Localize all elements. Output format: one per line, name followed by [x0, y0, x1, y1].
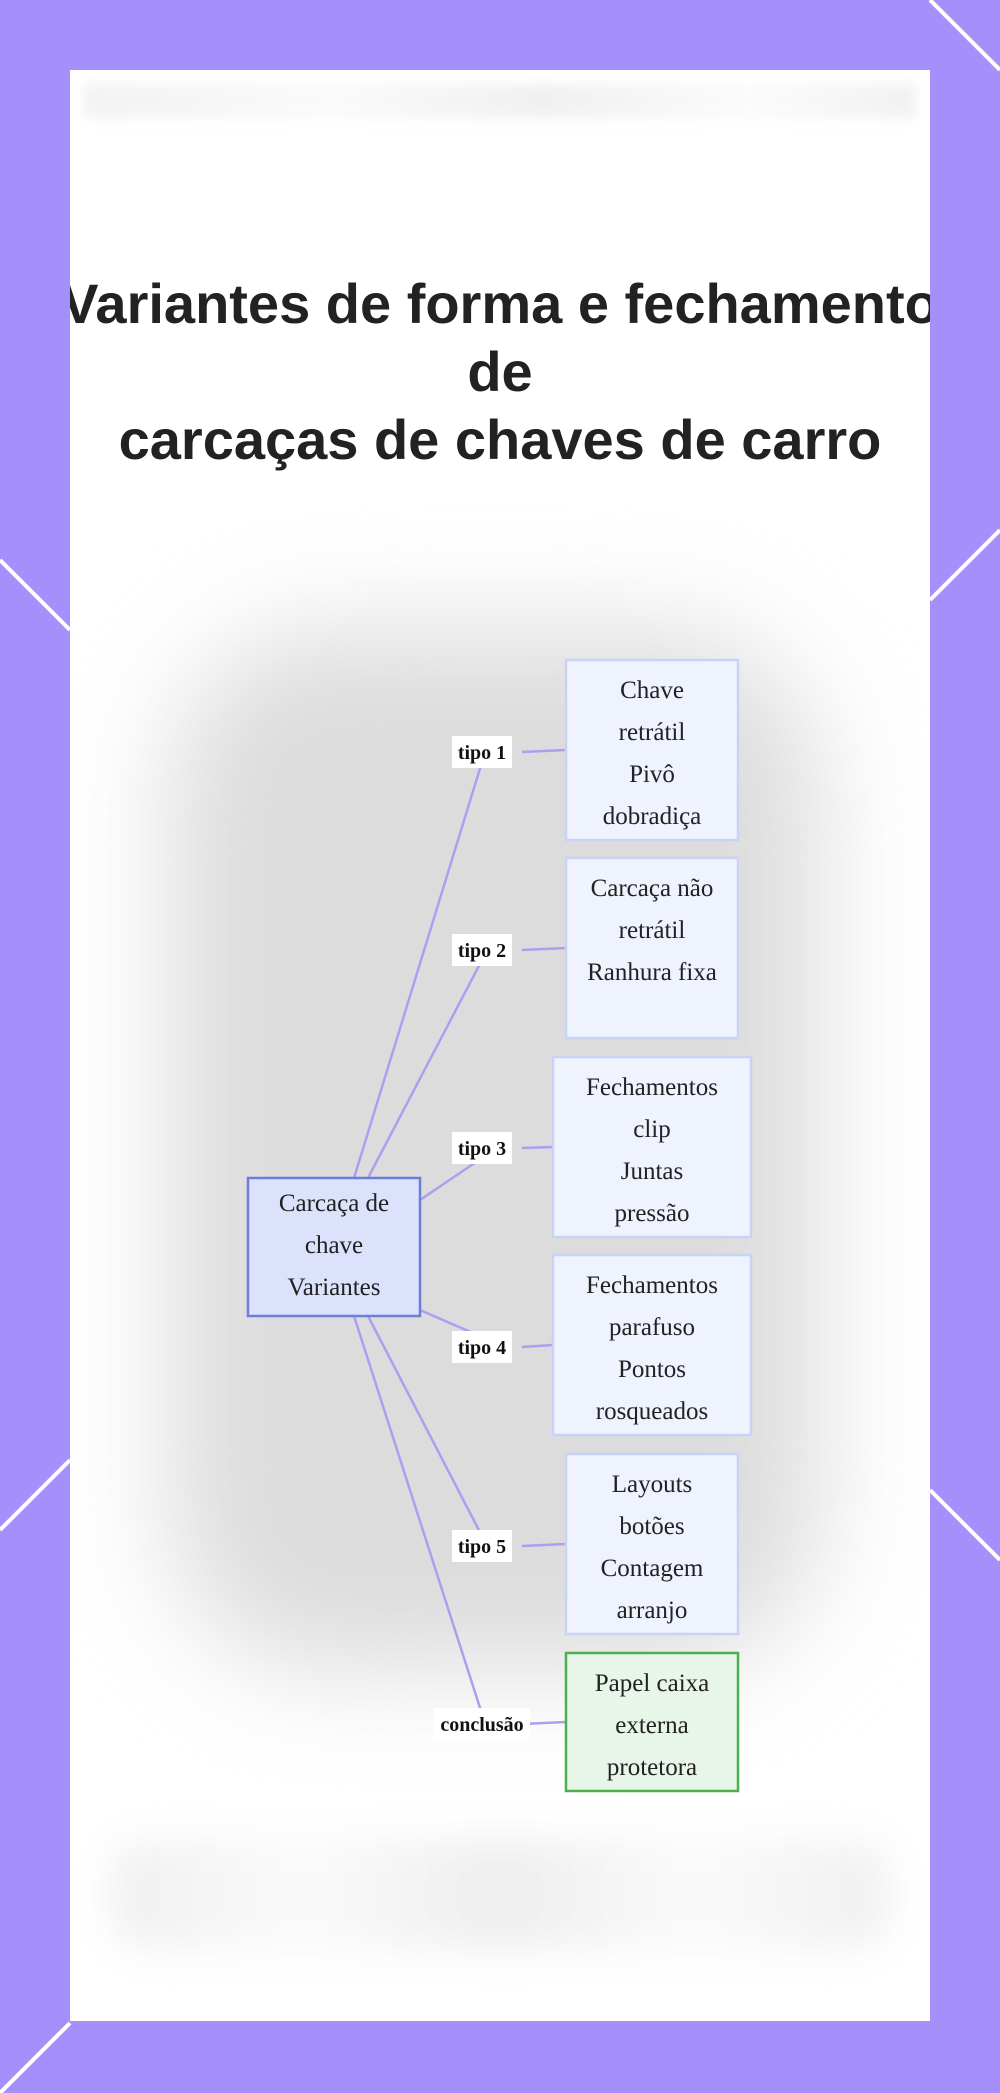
node-text-conclusao: Papel caixa [595, 1670, 710, 1697]
node-text-tipo-1: retrátil [619, 719, 686, 746]
node-text-tipo-1: dobradiça [603, 803, 702, 830]
edge-label-bg-tipo-5 [452, 1530, 512, 1562]
node-box-tipo-4 [551, 1253, 753, 1437]
edge-tipo-5-tail [521, 1542, 567, 1548]
edge-label-bg-tipo-4 [452, 1331, 512, 1363]
edges: tipo 1 tipo 2 tipo 3 tipo 4 tipo 5 conclusão [352, 736, 567, 1740]
node-box-root [246, 1176, 422, 1318]
page-title: Variantes de forma e fechamento de carca… [70, 272, 930, 471]
edge-label-tipo-5: tipo 5 [458, 1536, 506, 1558]
node-text-tipo-3: Fechamentos [586, 1074, 718, 1101]
node-text-tipo-4: Pontos [618, 1356, 686, 1383]
node-box-tipo-1 [564, 658, 740, 842]
node-text-root: chave [305, 1232, 363, 1259]
node-text-tipo-5: arranjo [617, 1597, 688, 1624]
edge-label-bg-tipo-1 [452, 736, 512, 768]
node-text-root: Variantes [287, 1274, 380, 1301]
node-text-conclusao: protetora [607, 1754, 697, 1781]
node-box-tipo-3 [551, 1055, 753, 1239]
top-blur-strip [84, 84, 916, 118]
node-box-tipo-2 [564, 856, 740, 1040]
edge-tipo-1-tail [521, 748, 567, 754]
content-card: Variantes de forma e fechamento de carca… [70, 70, 930, 2021]
node-text-tipo-1: Pivô [629, 761, 675, 788]
node-conclusao: Papel caixa externa protetora [564, 1651, 740, 1793]
edge-label-bg-tipo-3 [452, 1132, 512, 1164]
edge-tipo-4-tail [521, 1343, 554, 1349]
edge-label-bg-conclusao [434, 1708, 530, 1740]
node-text-tipo-4: rosqueados [596, 1398, 708, 1425]
node-text-tipo-5: botões [619, 1513, 684, 1540]
edge-tipo-3 [419, 1156, 483, 1202]
edge-conclusao [352, 1315, 484, 1715]
node-text-tipo-5: Layouts [612, 1471, 693, 1498]
node-text-tipo-4: Fechamentos [586, 1272, 718, 1299]
node-text-root: Carcaça de [279, 1190, 389, 1217]
edge-tipo-2 [366, 959, 484, 1179]
node-text-conclusao: externa [615, 1712, 689, 1739]
node-text-tipo-4: parafuso [609, 1314, 695, 1341]
edge-label-tipo-4: tipo 4 [458, 1337, 506, 1359]
node-box-tipo-5 [564, 1452, 740, 1636]
node-text-tipo-2: Carcaça não [591, 875, 714, 902]
node-text-tipo-2: retrátil [619, 917, 686, 944]
edge-tipo-5 [366, 1315, 484, 1537]
node-text-tipo-3: pressão [615, 1200, 690, 1227]
edge-tipo-3-tail [521, 1145, 554, 1150]
edge-tipo-2-tail [521, 946, 567, 952]
node-text-tipo-3: clip [633, 1116, 671, 1143]
edge-tipo-1 [352, 761, 484, 1179]
node-text-tipo-1: Chave [620, 677, 684, 704]
bottom-blur-strip [110, 1840, 890, 1950]
node-text-tipo-5: Contagem [601, 1555, 704, 1582]
edge-label-conclusao: conclusão [440, 1714, 523, 1736]
node-box-conclusao [564, 1651, 740, 1793]
node-text-tipo-2: Ranhura fixa [587, 959, 717, 986]
edge-label-bg-tipo-2 [452, 934, 512, 966]
edge-label-tipo-3: tipo 3 [458, 1138, 506, 1160]
node-text-tipo-3: Juntas [621, 1158, 684, 1185]
edge-label-tipo-2: tipo 2 [458, 940, 506, 962]
edge-label-tipo-1: tipo 1 [458, 742, 506, 764]
